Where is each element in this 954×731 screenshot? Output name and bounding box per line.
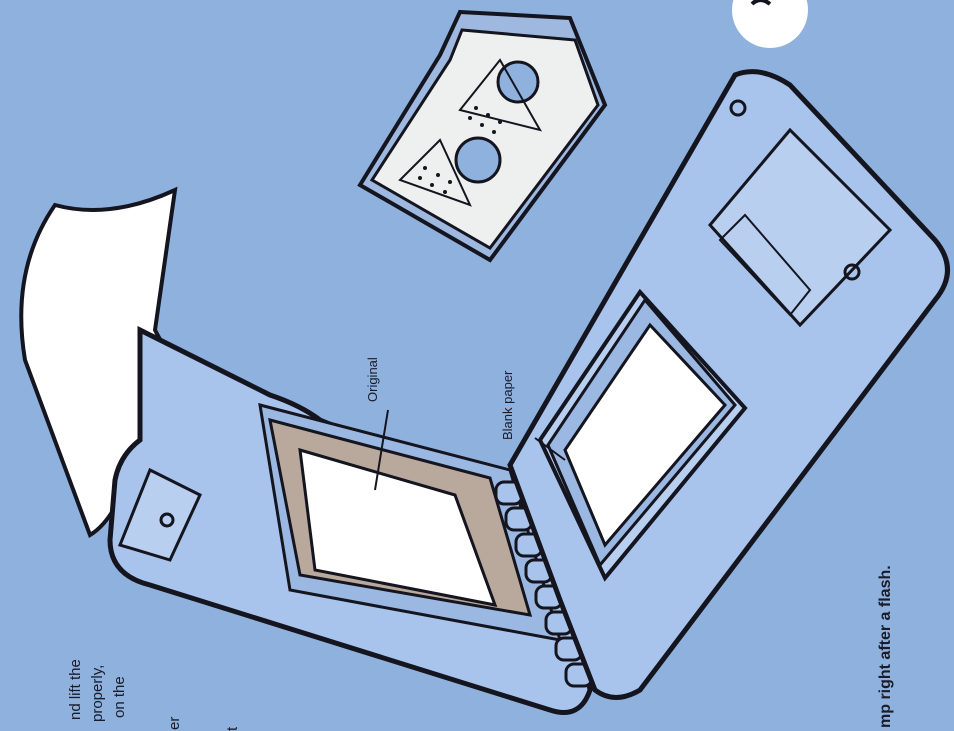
original-label: Original (365, 357, 380, 402)
caption-fragment-4: er (167, 717, 182, 730)
caption-fragment-2: properly, (90, 665, 105, 722)
blank-paper-label: Blank paper (500, 371, 515, 440)
caption-fragment-3: on the (112, 676, 127, 718)
caption-fragment-1: nd lift the (68, 659, 83, 720)
badge-circle (732, 0, 808, 48)
lens-cartridge (360, 12, 605, 260)
flash-caption: mp right after a flash. (878, 565, 894, 728)
caption-fragment-5: t (225, 727, 240, 731)
